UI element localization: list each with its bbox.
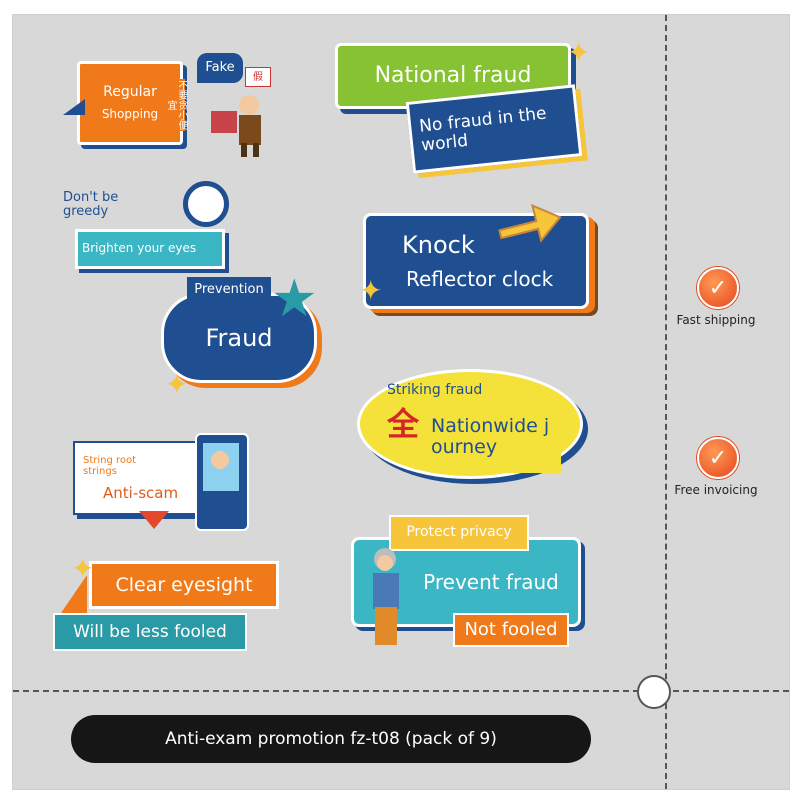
string-root-label: String root strings xyxy=(83,454,137,477)
sticker-protect-privacy: Prevent fraud Protect privacy Not fooled xyxy=(343,501,593,651)
sticker-anti-scam: String root strings Anti-scam xyxy=(69,433,255,543)
sticker-national-fraud: National fraud No fraud in the world ✦ xyxy=(331,39,601,189)
sparkle-icon: ✦ xyxy=(359,274,383,307)
cn-char-quan: 全 xyxy=(386,405,419,444)
triangle-decor xyxy=(63,99,85,115)
anti-scam-title: Anti-scam xyxy=(103,483,179,502)
cn-vertical-text: 不要贪小便宜 xyxy=(165,79,187,131)
free-invoicing-label: Free invoicing xyxy=(674,483,758,497)
magnifier-icon xyxy=(183,181,229,227)
nationwide-panel: Nationwide journey xyxy=(431,401,561,473)
fast-shipping-check-icon: ✓ xyxy=(697,267,739,309)
anti-scam-panel: String root strings Anti-scam xyxy=(73,441,203,515)
dont-be-greedy-text: Don't be greedy xyxy=(63,189,119,219)
fraud-cloud: Fraud xyxy=(161,293,317,383)
grandma-illustration xyxy=(373,548,399,645)
sticker-knock: Knock Reflector clock ✦ xyxy=(359,203,609,337)
arrow-icon xyxy=(498,203,562,243)
brighten-eyes-panel: Brighten your eyes xyxy=(75,229,225,269)
sticker-dont-be-greedy: Don't be greedy Brighten your eyes xyxy=(61,177,261,287)
perforation-horizontal xyxy=(13,690,789,692)
shopping-label: Shopping xyxy=(101,107,159,122)
regular-label: Regular xyxy=(103,83,157,100)
clear-eyesight-panel: Clear eyesight xyxy=(89,561,279,609)
sticker-clear-eyesight: Clear eyesight Will be less fooled ✦ xyxy=(51,555,281,665)
triangle-decor xyxy=(61,575,87,613)
phone-illustration xyxy=(195,433,249,531)
product-label-text: Anti-exam promotion fz-t08 (pack of 9) xyxy=(165,729,497,749)
sparkle-icon: ✦ xyxy=(165,368,189,401)
knock-title: Knock xyxy=(402,230,475,259)
punch-hole xyxy=(637,675,671,709)
prevention-tag: Prevention xyxy=(187,277,271,303)
fast-shipping-label: Fast shipping xyxy=(676,313,756,327)
fake-tag: Fake xyxy=(197,53,243,83)
down-triangle-icon xyxy=(139,511,169,529)
star-icon: ★ xyxy=(271,269,318,329)
less-fooled-panel: Will be less fooled xyxy=(53,613,247,651)
regular-shopping-panel: Regular Shopping xyxy=(77,61,183,145)
sparkle-icon: ✦ xyxy=(567,36,591,69)
sticker-regular-shopping: Regular Shopping 不要贪小便宜 Fake 假 xyxy=(63,53,273,163)
sticker-sheet: Regular Shopping 不要贪小便宜 Fake 假 National … xyxy=(12,14,790,790)
striking-fraud-label: Striking fraud xyxy=(387,382,483,399)
cn-sign: 假 xyxy=(245,67,271,87)
sticker-striking-fraud: Striking fraud 全 Nationwide journey xyxy=(357,355,587,495)
reflector-clock-label: Reflector clock xyxy=(406,267,554,292)
protect-privacy-tag: Protect privacy xyxy=(389,515,529,551)
not-fooled-label: Not fooled xyxy=(453,613,569,647)
free-invoicing-check-icon: ✓ xyxy=(697,437,739,479)
sparkle-icon: ✦ xyxy=(71,552,95,585)
product-label-pill: Anti-exam promotion fz-t08 (pack of 9) xyxy=(71,715,591,763)
knock-panel: Knock Reflector clock xyxy=(363,213,589,309)
perforation-vertical xyxy=(665,15,667,789)
sticker-prevention-fraud: Fraud Prevention ★ ✦ xyxy=(161,271,341,401)
old-man-illustration xyxy=(211,95,261,157)
